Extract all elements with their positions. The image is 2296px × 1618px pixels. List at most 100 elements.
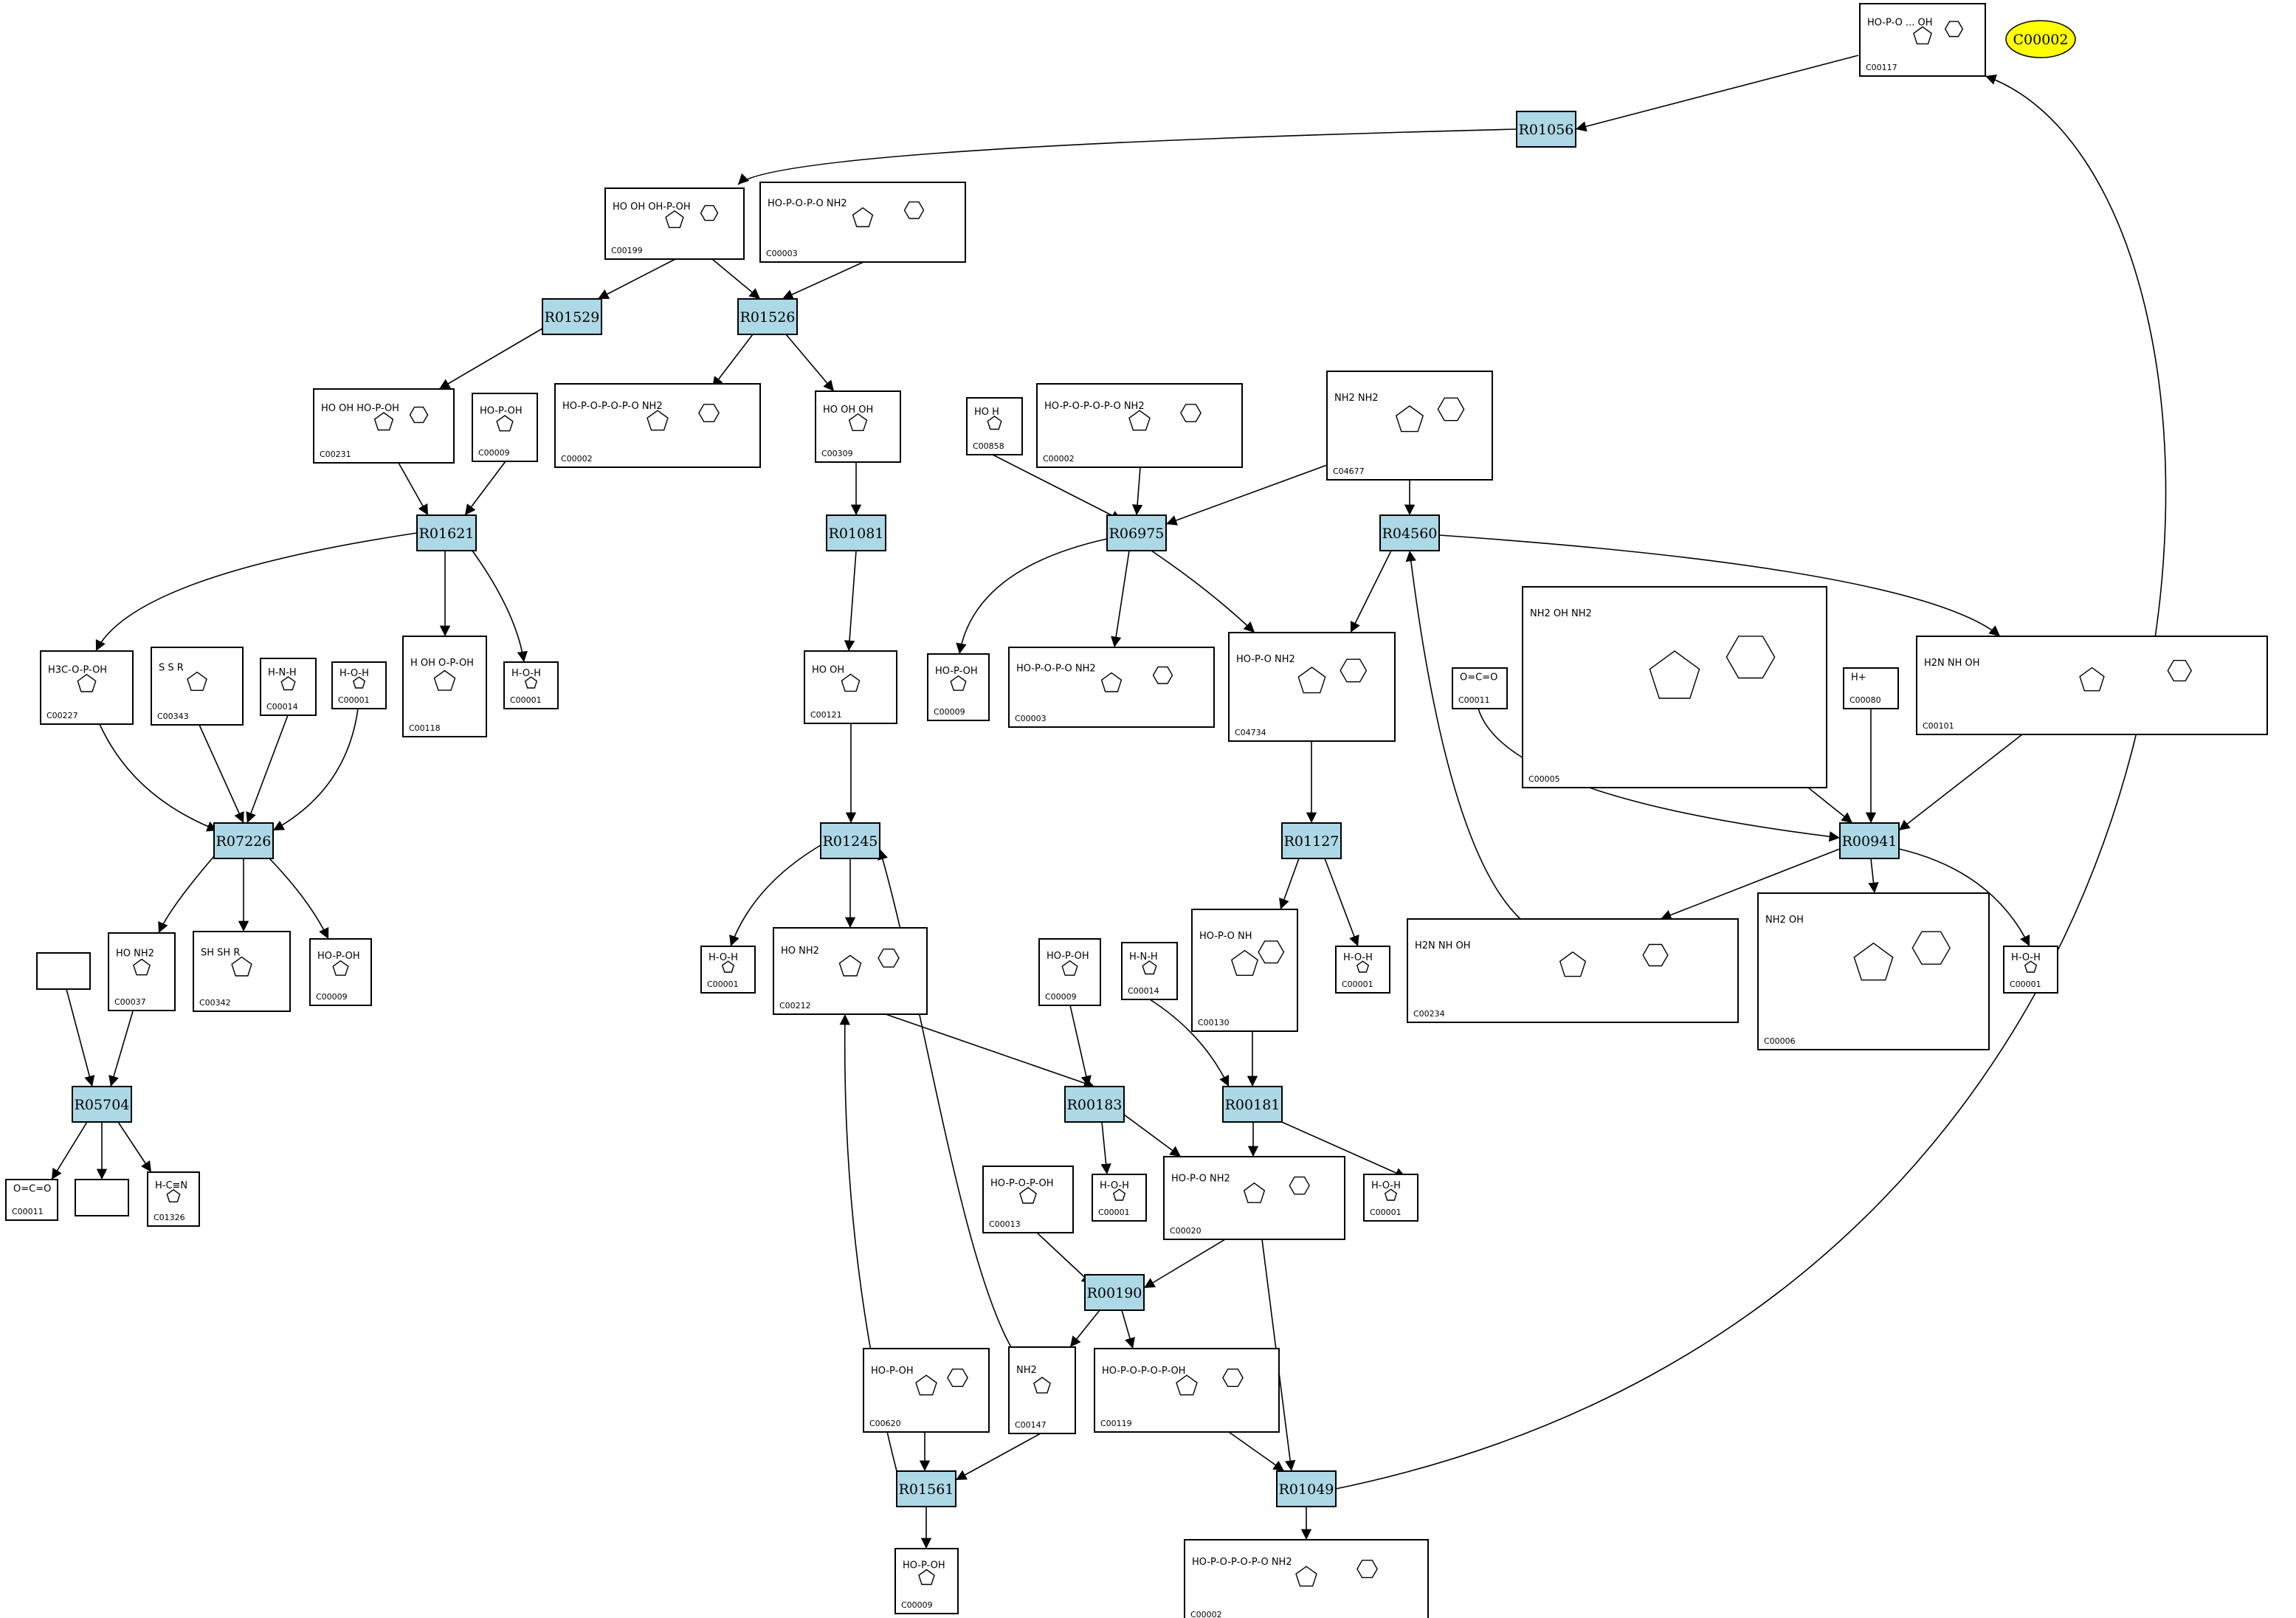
compound-box[interactable] <box>1363 1174 1418 1222</box>
compound-box[interactable] <box>1757 892 1990 1050</box>
compound-box[interactable] <box>1522 586 1827 788</box>
compound-box[interactable] <box>260 658 317 716</box>
reaction-box[interactable] <box>820 822 880 859</box>
compound-box[interactable] <box>700 946 756 994</box>
compound-box[interactable] <box>309 938 372 1006</box>
reaction-R01245[interactable]: R01245 <box>820 822 880 859</box>
reaction-R01621[interactable]: R01621 <box>416 514 477 551</box>
blank-box[interactable] <box>75 1179 129 1216</box>
compound-box[interactable] <box>5 1179 58 1221</box>
compound-box[interactable] <box>1859 3 1986 77</box>
reaction-R01081[interactable]: R01081 <box>826 514 886 551</box>
highlight-ellipse[interactable] <box>2005 20 2076 58</box>
compound-box[interactable] <box>1184 1539 1429 1618</box>
compound-box[interactable] <box>193 931 291 1012</box>
compound-box[interactable] <box>1038 938 1101 1006</box>
compound-box[interactable] <box>759 182 966 263</box>
reaction-box[interactable] <box>1276 1470 1337 1507</box>
reaction-box[interactable] <box>1084 1274 1145 1311</box>
compound-box[interactable] <box>1036 383 1243 468</box>
reaction-box[interactable] <box>826 514 886 551</box>
blank-compound[interactable] <box>36 952 91 990</box>
reaction-box[interactable] <box>1106 514 1167 551</box>
compound-box[interactable] <box>1452 667 1508 709</box>
reaction-box[interactable] <box>1064 1086 1125 1123</box>
compound-box[interactable] <box>1407 918 1739 1023</box>
reaction-R07226[interactable]: R07226 <box>213 822 274 859</box>
blank-box[interactable] <box>36 952 91 990</box>
reaction-R04560[interactable]: R04560 <box>1379 514 1440 551</box>
compound-box[interactable] <box>331 661 387 709</box>
reaction-R00190[interactable]: R00190 <box>1084 1274 1145 1311</box>
reaction-R00183[interactable]: R00183 <box>1064 1086 1125 1123</box>
blank-compound[interactable] <box>75 1179 129 1216</box>
reaction-box[interactable] <box>896 1470 956 1507</box>
compound-box[interactable] <box>863 1348 990 1433</box>
compound-box[interactable] <box>1092 1174 1147 1222</box>
reaction-box[interactable] <box>213 822 274 859</box>
compound-box[interactable] <box>40 650 134 725</box>
compound-box[interactable] <box>815 390 901 463</box>
compound-box[interactable] <box>313 388 455 464</box>
reaction-box[interactable] <box>1222 1086 1283 1123</box>
compound-box[interactable] <box>1843 667 1899 709</box>
compound-box[interactable] <box>982 1166 1074 1233</box>
reaction-box[interactable] <box>1839 822 1900 859</box>
compound-box[interactable] <box>1008 1346 1076 1434</box>
reaction-R01049[interactable]: R01049 <box>1276 1470 1337 1507</box>
compound-box[interactable] <box>2003 946 2058 994</box>
reaction-R01529[interactable]: R01529 <box>542 298 602 335</box>
compound-box[interactable] <box>1008 647 1215 728</box>
reaction-box[interactable] <box>416 514 477 551</box>
reaction-R00941[interactable]: R00941 <box>1839 822 1900 859</box>
reaction-R00181[interactable]: R00181 <box>1222 1086 1283 1123</box>
compound-box[interactable] <box>966 397 1023 455</box>
reaction-box[interactable] <box>1281 822 1342 859</box>
compound-box[interactable] <box>503 661 559 709</box>
reaction-box[interactable] <box>737 298 798 335</box>
reaction-R01056[interactable]: R01056 <box>1516 111 1576 148</box>
reaction-R05704[interactable]: R05704 <box>72 1086 132 1123</box>
reaction-box[interactable] <box>72 1086 132 1123</box>
reaction-R01561[interactable]: R01561 <box>896 1470 956 1507</box>
compound-box[interactable] <box>147 1171 200 1227</box>
reaction-box[interactable] <box>1379 514 1440 551</box>
reaction-R06975[interactable]: R06975 <box>1106 514 1167 551</box>
compound-box[interactable] <box>604 187 745 260</box>
